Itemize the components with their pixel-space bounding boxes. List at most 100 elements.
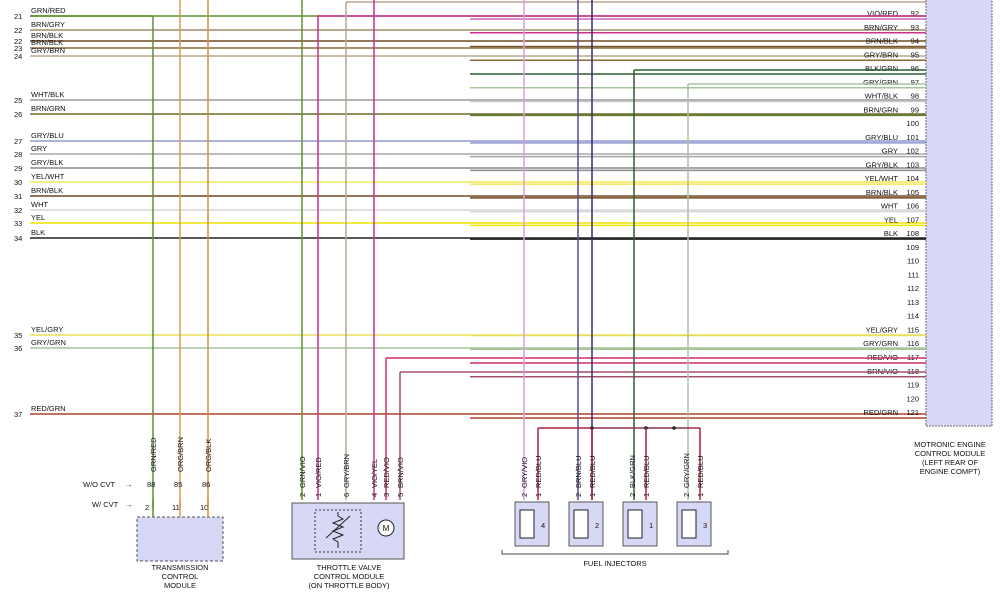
left-wire-label: GRY/BLK xyxy=(31,158,63,167)
right-pin-number: 107 xyxy=(906,215,919,224)
left-wire-label: YEL/WHT xyxy=(31,172,65,181)
injector-pin: 2 xyxy=(574,493,583,497)
right-pin-number: 115 xyxy=(907,325,919,334)
throttle-wire-label: GRN/VIO xyxy=(298,456,307,488)
right-pin-number: 98 xyxy=(911,92,919,101)
vertical-wires xyxy=(30,0,926,508)
left-pin-number: 31 xyxy=(14,192,22,201)
right-wire-label: WHT/BLK xyxy=(865,92,898,101)
right-pin-number: 111 xyxy=(908,270,919,279)
injector-number: 4 xyxy=(541,521,545,530)
right-wire-label: YEL/GRY xyxy=(866,325,898,334)
injector-pin: 1 xyxy=(588,493,597,497)
right-pin-number: 97 xyxy=(911,78,919,87)
left-wire-label: GRN/RED xyxy=(31,6,66,15)
injector-wire-label: RED/BLU xyxy=(534,455,543,488)
injector-number: 2 xyxy=(595,521,599,530)
arrow-icon: → xyxy=(125,480,133,489)
right-wire-label: BRN/BLK xyxy=(866,188,898,197)
right-wire-label: BRN/GRN xyxy=(863,105,898,114)
injector-wire-label: GRY/VIO xyxy=(520,457,529,488)
left-wire-label: GRY xyxy=(31,144,47,153)
injector-number: 3 xyxy=(703,521,707,530)
throttle-pin: 3 xyxy=(382,493,391,497)
right-wire-label: RED/GRN xyxy=(863,408,898,417)
right-pin-number: 93 xyxy=(911,23,919,32)
right-pin-number: 101 xyxy=(906,133,919,142)
left-wire-label: BRN/BLK xyxy=(31,31,63,40)
throttle-valve-module: M 2GRN/VIO1VIO/RED6GRY/BRN4VIO/YEL3RED/V… xyxy=(291,454,405,590)
right-wire-label: BRN/BLK xyxy=(866,37,898,46)
left-pin-number: 26 xyxy=(14,110,22,119)
injector-number: 1 xyxy=(649,521,653,530)
injector-coil xyxy=(519,509,535,539)
right-pin-number: 100 xyxy=(906,119,919,128)
tcm-box xyxy=(136,516,224,562)
ecm-label-line: MOTRONIC ENGINE xyxy=(914,440,986,449)
right-wire-label: GRY/GRN xyxy=(863,339,898,348)
throttle-pin: 5 xyxy=(396,493,405,497)
right-wire-label: BLK xyxy=(884,229,898,238)
injector-wire-label: BLK/GRN xyxy=(628,455,637,488)
left-wire-label: RED/GRN xyxy=(31,404,66,413)
injector-coil xyxy=(573,509,589,539)
ecm-label-line: (LEFT REAR OF xyxy=(922,458,979,467)
left-wire-label: BRN/BLK xyxy=(31,186,63,195)
throttle-wire-label: VIO/YEL xyxy=(370,459,379,488)
wo-cvt-label: W/O CVT xyxy=(83,480,115,489)
left-pin-number: 29 xyxy=(14,164,22,173)
right-pin-number: 114 xyxy=(907,312,919,321)
left-pin-number: 34 xyxy=(14,234,22,243)
right-pin-number: 112 xyxy=(907,284,919,293)
right-wire-label: GRY/GRN xyxy=(863,78,898,87)
left-pin-number: 36 xyxy=(14,344,22,353)
injector-pin: 2 xyxy=(628,493,637,497)
injector-wire-label: RED/BLU xyxy=(588,455,597,488)
fuel-injectors: 42GRY/VIO1RED/BLU22BRN/BLU1RED/BLU12BLK/… xyxy=(501,453,729,568)
right-pin-number: 99 xyxy=(911,105,919,114)
left-wire-label: GRY/BLU xyxy=(31,131,64,140)
throttle-pin: 1 xyxy=(314,493,323,497)
left-wire-rows: 21GRN/RED22BRN/GRY22BRN/BLK23BRN/BLK24GR… xyxy=(14,6,926,419)
left-wire-label: BRN/GRY xyxy=(31,20,65,29)
injector-bracket xyxy=(501,550,729,555)
left-pin-number: 33 xyxy=(14,219,22,228)
right-wire-label: GRY/BLU xyxy=(865,133,898,142)
right-wire-label: GRY/BLK xyxy=(866,160,898,169)
tcm-wire-label: GRN/RED xyxy=(149,437,158,472)
throttle-pin: 2 xyxy=(298,493,307,497)
injector-coil xyxy=(627,509,643,539)
right-pin-number: 108 xyxy=(906,229,919,238)
tcm-pin-top: 86 xyxy=(202,480,210,489)
right-pin-number: 113 xyxy=(907,298,919,307)
right-wire-label: BLK/GRN xyxy=(865,64,898,73)
left-wire-label: YEL xyxy=(31,213,45,222)
throttle-wire-label: BRN/VIO xyxy=(396,457,405,488)
left-pin-number: 21 xyxy=(14,12,22,21)
tcm-pin: 11 xyxy=(172,503,180,512)
injector-wire-label: BRN/BLU xyxy=(574,455,583,488)
left-pin-number: 37 xyxy=(14,410,22,419)
right-wire-label: BRN/GRY xyxy=(864,23,898,32)
right-wire-label: GRY xyxy=(882,147,898,156)
tcm-wire-label: ORG/BLK xyxy=(204,439,213,472)
throttle-title-line: CONTROL MODULE xyxy=(314,572,385,581)
right-pin-number: 110 xyxy=(907,257,919,266)
right-pin-number: 94 xyxy=(911,37,919,46)
left-pin-number: 27 xyxy=(14,137,22,146)
right-pin-number: 116 xyxy=(907,339,919,348)
tcm-wire-label: ORG/BRN xyxy=(176,437,185,472)
right-wire-label: GRY/BRN xyxy=(864,50,898,59)
arrow-icon: → xyxy=(125,500,133,509)
throttle-pin: 6 xyxy=(342,493,351,497)
ecm-module xyxy=(925,0,993,427)
wiper-arrow xyxy=(325,515,351,539)
right-pin-number: 119 xyxy=(907,381,919,390)
throttle-title-line: (ON THROTTLE BODY) xyxy=(308,581,390,590)
tcm-title-line: MODULE xyxy=(164,581,196,590)
resistor-symbol xyxy=(331,512,345,548)
tcm-pin: 10 xyxy=(200,503,208,512)
right-pin-number: 121 xyxy=(906,408,919,417)
